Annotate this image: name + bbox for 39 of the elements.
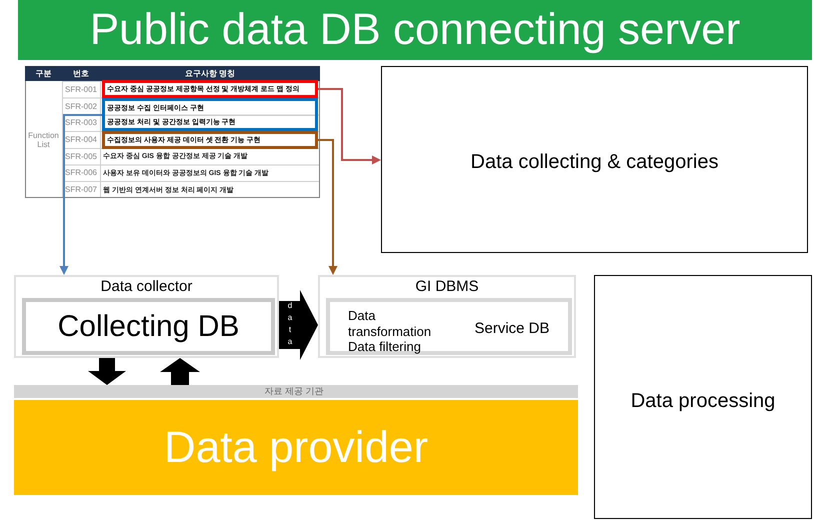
content-box	[594, 275, 812, 519]
table-header-cell: 요구사항 명칭	[100, 66, 320, 81]
database-box	[22, 298, 275, 355]
database-label: Service DB	[473, 318, 551, 338]
database-label: Collecting DB	[56, 308, 240, 344]
highlighted-row	[102, 131, 318, 149]
row-code: SFR-006	[64, 167, 98, 180]
block-arrow	[88, 358, 126, 385]
panel-heading: Data collector	[100, 277, 194, 295]
box-label: Data processing	[630, 388, 776, 414]
row-code: SFR-003	[64, 117, 98, 130]
row-code: SFR-005	[64, 150, 98, 163]
block-arrow	[279, 290, 318, 360]
process-text: Data transformation	[348, 308, 432, 340]
edge-label: data	[284, 300, 296, 351]
arrow	[318, 88, 381, 164]
database-box	[326, 298, 572, 355]
table-header-cell: 구분	[25, 66, 62, 81]
panel	[14, 275, 279, 358]
box-label: Data collecting & categories	[470, 150, 720, 174]
row-group-label: Function List	[27, 130, 60, 150]
highlighted-rows	[102, 98, 318, 131]
title-banner: Public data DB connecting server	[18, 0, 812, 60]
row-code: SFR-007	[64, 184, 98, 196]
block-arrow	[160, 358, 200, 385]
band-label: Data provider	[162, 422, 430, 474]
row-code: SFR-004	[64, 134, 98, 146]
arrow	[318, 139, 338, 275]
band-heading: 자료 제공 기관	[263, 385, 324, 398]
highlighted-row	[102, 80, 318, 98]
arrow	[60, 114, 102, 275]
content-box	[381, 66, 808, 253]
row-code: SFR-002	[64, 100, 98, 113]
panel	[318, 275, 576, 358]
panel-heading: GI DBMS	[414, 277, 480, 295]
row-code: SFR-001	[64, 84, 98, 96]
table-header-cell: 번호	[62, 66, 100, 81]
provider-band	[14, 385, 578, 495]
process-text: Data filtering	[348, 339, 422, 355]
